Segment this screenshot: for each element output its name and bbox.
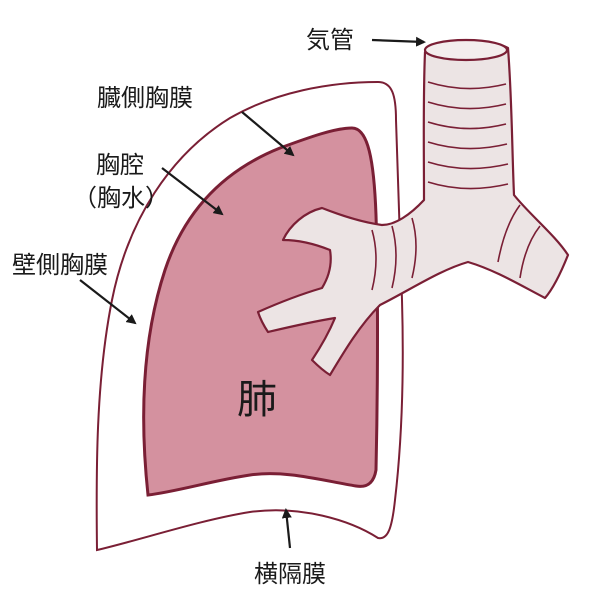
parietal-pleura-label: 壁側胸膜 [12,251,108,279]
pleural-cavity-label: 胸腔 [96,151,144,179]
pleural-fluid-label: （胸水） [73,184,169,212]
airway-shape [256,40,570,377]
trachea-arrow [371,36,426,47]
trachea-rings [371,81,541,291]
diaphragm-arrow [281,508,292,549]
lung-label: 肺 [237,377,277,423]
trachea-label: 気管 [306,26,354,54]
trachea-opening [423,38,509,62]
diaphragm-label: 横隔膜 [254,560,326,588]
parietal-pleura-arrow [79,279,137,325]
visceral-pleura-arrow [241,111,295,157]
arrows [79,36,426,549]
visceral-pleura-label: 臓側胸膜 [97,84,193,112]
pleural-cavity-arrow [161,167,224,216]
